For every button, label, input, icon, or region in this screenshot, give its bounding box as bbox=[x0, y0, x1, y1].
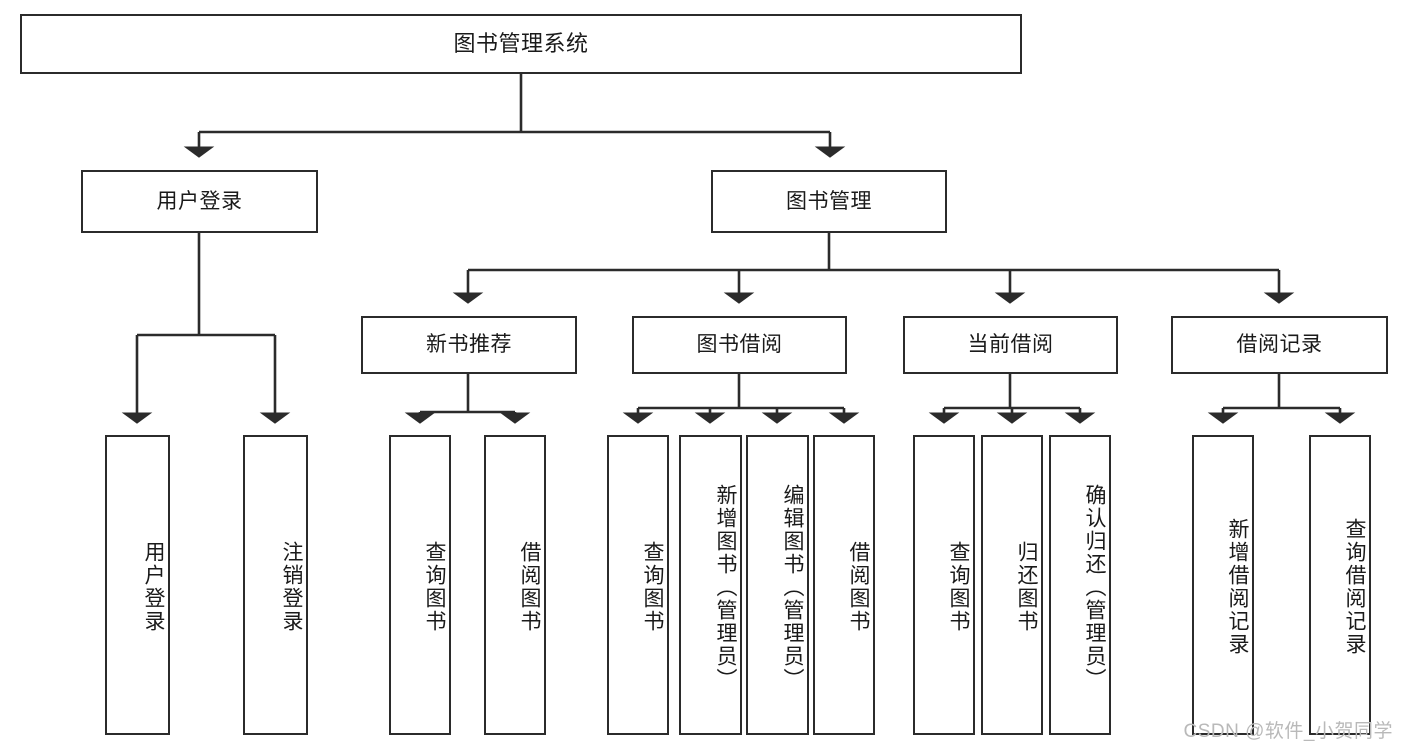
node-label: 图书管理 bbox=[786, 189, 872, 213]
node-book-manage[interactable]: 图书管理 bbox=[711, 170, 947, 233]
node-label: 借阅记录 bbox=[1236, 333, 1323, 357]
leaf-add-record[interactable]: 新增借阅记录 bbox=[1192, 435, 1254, 735]
leaf-logout[interactable]: 注销登录 bbox=[243, 435, 308, 735]
node-label: 归还图书 bbox=[1015, 541, 1038, 633]
node-label: 图书管理系统 bbox=[453, 30, 589, 56]
node-label: 当前借阅 bbox=[967, 333, 1054, 357]
node-label: 用户登录 bbox=[142, 541, 165, 633]
node-root[interactable]: 图书管理系统 bbox=[20, 14, 1022, 74]
node-label: 查询借阅记录 bbox=[1343, 518, 1366, 656]
node-label: 查询图书 bbox=[423, 541, 446, 633]
node-label: 查询图书 bbox=[641, 541, 664, 633]
leaf-return-book[interactable]: 归还图书 bbox=[981, 435, 1043, 735]
leaf-query-book-1[interactable]: 查询图书 bbox=[389, 435, 451, 735]
node-book-borrow[interactable]: 图书借阅 bbox=[632, 316, 847, 374]
leaf-edit-book[interactable]: 编辑图书（管理员） bbox=[746, 435, 809, 735]
node-label: 编辑图书（管理员） bbox=[781, 483, 804, 691]
leaf-query-book-2[interactable]: 查询图书 bbox=[607, 435, 669, 735]
node-label: 确认归还（管理员） bbox=[1083, 483, 1106, 691]
node-current-borrow[interactable]: 当前借阅 bbox=[903, 316, 1118, 374]
node-label: 借阅图书 bbox=[518, 541, 541, 633]
leaf-confirm-return[interactable]: 确认归还（管理员） bbox=[1049, 435, 1111, 735]
leaf-query-record[interactable]: 查询借阅记录 bbox=[1309, 435, 1371, 735]
node-label: 查询图书 bbox=[947, 541, 970, 633]
leaf-query-book-3[interactable]: 查询图书 bbox=[913, 435, 975, 735]
node-label: 新增借阅记录 bbox=[1226, 518, 1249, 656]
leaf-user-login[interactable]: 用户登录 bbox=[105, 435, 170, 735]
node-label: 新书推荐 bbox=[426, 333, 512, 357]
node-user-login[interactable]: 用户登录 bbox=[81, 170, 318, 233]
node-label: 用户登录 bbox=[156, 189, 243, 213]
node-label: 图书借阅 bbox=[696, 333, 783, 357]
leaf-borrow-book-2[interactable]: 借阅图书 bbox=[813, 435, 875, 735]
node-label: 借阅图书 bbox=[847, 541, 870, 633]
leaf-borrow-book-1[interactable]: 借阅图书 bbox=[484, 435, 546, 735]
node-label: 注销登录 bbox=[280, 541, 303, 633]
leaf-add-book[interactable]: 新增图书（管理员） bbox=[679, 435, 742, 735]
node-borrow-record[interactable]: 借阅记录 bbox=[1171, 316, 1388, 374]
watermark: CSDN @软件_小贺同学 bbox=[1183, 721, 1393, 742]
node-new-book-recommend[interactable]: 新书推荐 bbox=[361, 316, 577, 374]
node-label: 新增图书（管理员） bbox=[714, 483, 737, 691]
